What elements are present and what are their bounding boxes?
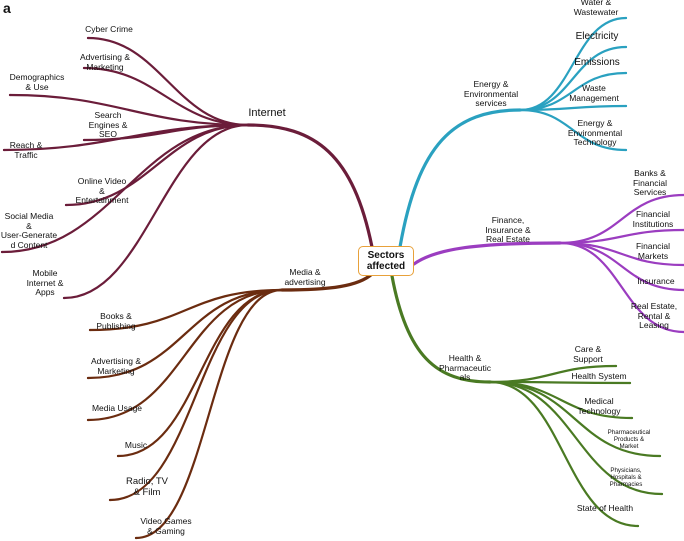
leaf-internet-advertising-marketing: Advertising & Marketing [79, 52, 131, 72]
trunk-health [390, 274, 492, 384]
leaf-physicians-hospitals-pharmacies: Physicians, Hospitals & Pharmacies [609, 467, 643, 488]
leaf-energy-environmental-technology: Energy & Environmental Technology [567, 118, 623, 148]
connector-internet-6 [0, 123, 250, 254]
connector-finance-1 [558, 228, 684, 245]
connector-energy-0 [518, 16, 628, 112]
leaf-waste-management: Waste Management [569, 83, 619, 103]
leaf-radio-tv-film: Radio, TV & Film [125, 476, 169, 498]
leaf-cyber-crime: Cyber Crime [85, 24, 133, 34]
leaf-electricity: Electricity [575, 31, 619, 42]
leaf-financial-markets: Financial Markets [635, 241, 671, 261]
leaf-demographics-use: Demographics & Use [9, 72, 65, 92]
leaf-pharmaceutical-products-market: Pharmaceutical Products & Market [607, 429, 651, 450]
leaf-financial-institutions: Financial Institutions [632, 209, 674, 229]
trunk-internet [246, 123, 374, 249]
connector-finance-3 [558, 241, 684, 292]
leaf-real-estate-rental-leasing: Real Estate, Rental & Leasing [630, 301, 678, 331]
leaf-medical-technology: Medical Technology [577, 396, 621, 416]
connector-media-5 [134, 288, 284, 540]
connector-energy-1 [518, 45, 628, 112]
leaf-music: Music [124, 440, 148, 450]
connector-energy-2 [518, 71, 628, 112]
branch-label-media: Media & advertising [284, 267, 326, 287]
branch-media-connectors [86, 272, 374, 540]
trunk-media [280, 272, 374, 292]
leaf-video-games-gaming: Video Games & Gaming [140, 516, 192, 536]
leaf-online-video-entertainment: Online Video & Entertainment [75, 176, 129, 206]
leaf-social-media-ugc: Social Media & User-Generate d Content [0, 211, 58, 250]
leaf-media-usage: Media Usage [91, 403, 143, 413]
leaf-state-of-health: State of Health [576, 503, 634, 513]
branch-label-finance: Finance, Insurance & Real Estate [485, 215, 531, 245]
connector-internet-2 [8, 93, 250, 127]
panel-label: a [3, 0, 11, 16]
trunk-energy [398, 108, 522, 249]
branch-label-energy: Energy & Environmental services [463, 79, 519, 109]
connector-media-0 [88, 288, 284, 332]
leaf-mobile-internet-apps: Mobile Internet & Apps [26, 268, 64, 298]
branch-label-internet: Internet [248, 107, 286, 119]
connector-media-2 [86, 288, 284, 422]
leaf-media-advertising-marketing: Advertising & Marketing [90, 356, 142, 376]
leaf-search-engines-seo: Search Engines & SEO [88, 110, 128, 140]
connector-finance-0 [558, 193, 684, 245]
connector-health-1 [488, 380, 632, 385]
connector-energy-3 [518, 104, 628, 112]
trunk-finance [412, 241, 562, 266]
connector-internet-1 [82, 66, 250, 127]
connector-internet-4 [2, 123, 250, 152]
connector-energy-4 [518, 108, 628, 152]
connector-media-4 [108, 288, 284, 502]
branch-health-connectors [390, 274, 664, 528]
connector-internet-7 [62, 123, 250, 300]
branch-internet-connectors [0, 36, 374, 300]
leaf-health-system: Health System [571, 371, 627, 381]
leaf-care-support: Care & Support [573, 344, 603, 364]
leaf-emissions: Emissions [574, 57, 620, 68]
leaf-water-wastewater: Water & Wastewater [573, 0, 619, 17]
center-node-sectors-affected: Sectors affected [358, 246, 414, 276]
branch-finance-connectors [412, 193, 684, 334]
leaf-reach-traffic: Reach & Traffic [9, 140, 43, 160]
connector-internet-0 [86, 36, 250, 127]
leaf-insurance: Insurance [637, 276, 675, 286]
connector-health-5 [488, 380, 640, 528]
connector-finance-4 [558, 241, 684, 334]
connector-media-1 [86, 288, 284, 380]
leaf-books-publishing: Books & Publishing [96, 311, 136, 331]
connector-health-4 [488, 380, 664, 496]
leaf-banks-financial-services: Banks & Financial Services [632, 168, 668, 198]
branch-label-health: Health & Pharmaceutic als [439, 353, 491, 383]
connector-health-3 [488, 380, 662, 458]
branch-energy-connectors [398, 16, 628, 249]
